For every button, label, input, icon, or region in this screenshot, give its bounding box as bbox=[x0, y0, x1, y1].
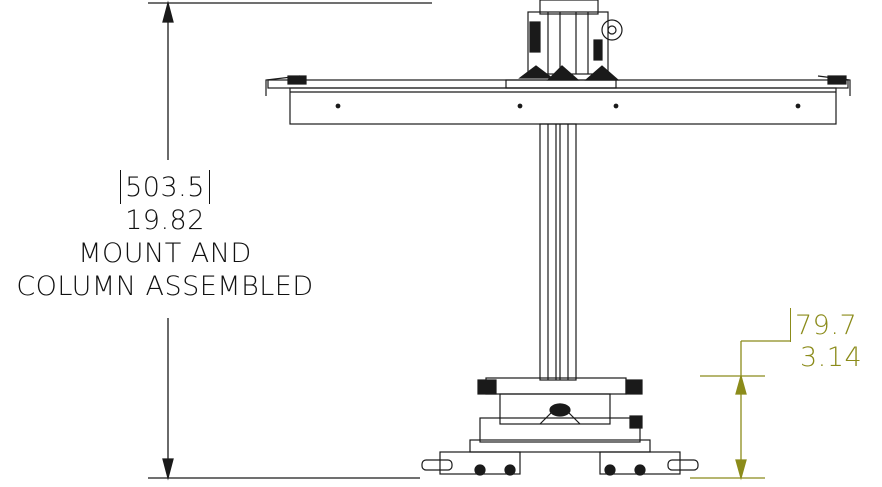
base bbox=[421, 377, 699, 476]
base-dimension-lines bbox=[690, 340, 790, 481]
base-metric-value: 79.7 bbox=[790, 308, 861, 342]
overall-metric-value: 503.5 bbox=[120, 170, 210, 204]
crossbar bbox=[265, 75, 851, 125]
overall-note-line2: COLUMN ASSEMBLED bbox=[16, 271, 314, 302]
overall-note-line1: MOUNT AND bbox=[78, 238, 252, 269]
column bbox=[539, 123, 577, 381]
overall-dimension-lines bbox=[148, 0, 432, 481]
mount-head bbox=[505, 0, 623, 89]
overall-dimension-label: 503.5 19.82 MOUNT AND COLUMN ASSEMBLED bbox=[0, 170, 330, 300]
mount-assembly bbox=[265, 0, 851, 476]
base-imperial-value: 3.14 bbox=[800, 342, 863, 373]
base-dimension-label: 79.7 3.14 bbox=[790, 308, 862, 371]
overall-imperial-value: 19.82 bbox=[125, 205, 205, 236]
